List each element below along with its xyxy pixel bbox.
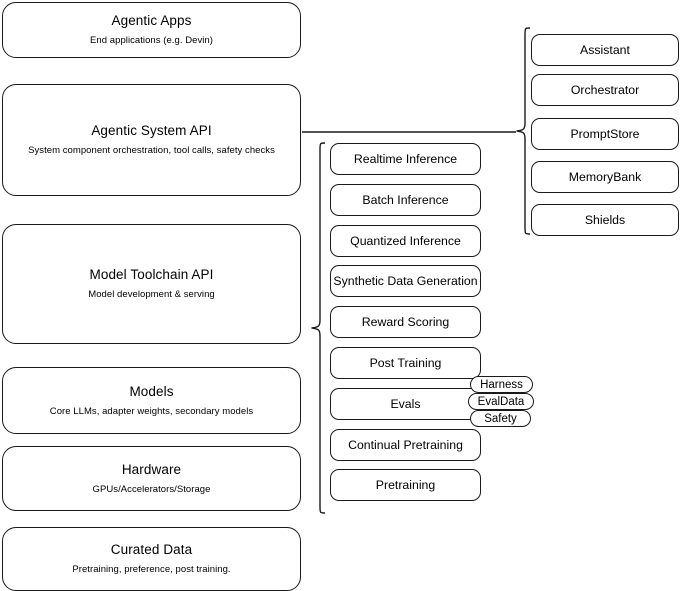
layer-agentic-system-api[interactable]: Agentic System API System component orch…: [2, 84, 301, 196]
evals-badge-evaldata[interactable]: EvalData: [468, 393, 534, 410]
component-label: Assistant: [580, 43, 630, 57]
capability-label: Quantized Inference: [350, 234, 461, 248]
component-orchestrator[interactable]: Orchestrator: [531, 74, 679, 106]
capability-batch-inference[interactable]: Batch Inference: [330, 184, 481, 216]
capability-label: Evals: [390, 397, 421, 411]
capability-quantized-inference[interactable]: Quantized Inference: [330, 225, 481, 257]
layer-model-toolchain-api[interactable]: Model Toolchain API Model development & …: [2, 224, 301, 344]
capability-synthetic-data-generation[interactable]: Synthetic Data Generation: [330, 265, 481, 297]
component-label: MemoryBank: [568, 170, 642, 184]
component-memorybank[interactable]: MemoryBank: [531, 161, 679, 193]
layer-title: Hardware: [121, 461, 182, 477]
capability-continual-pretraining[interactable]: Continual Pretraining: [330, 429, 481, 461]
component-shields[interactable]: Shields: [531, 204, 679, 236]
layer-models[interactable]: Models Core LLMs, adapter weights, secon…: [2, 367, 301, 434]
layer-curated-data[interactable]: Curated Data Pretraining, preference, po…: [2, 527, 301, 591]
capability-label: Post Training: [369, 356, 442, 370]
layer-agentic-apps[interactable]: Agentic Apps End applications (e.g. Devi…: [2, 2, 301, 58]
capability-label: Pretraining: [375, 478, 436, 492]
badge-label: Safety: [484, 412, 517, 425]
capability-reward-scoring[interactable]: Reward Scoring: [330, 306, 481, 338]
layer-subtitle: System component orchestration, tool cal…: [28, 145, 275, 156]
layer-subtitle: End applications (e.g. Devin): [90, 35, 213, 46]
layer-title: Agentic Apps: [111, 13, 192, 28]
layer-title: Models: [129, 383, 174, 399]
capability-pretraining[interactable]: Pretraining: [330, 469, 481, 501]
capability-label: Continual Pretraining: [348, 438, 463, 452]
capability-realtime-inference[interactable]: Realtime Inference: [330, 143, 481, 175]
layer-title: Curated Data: [110, 542, 193, 557]
layer-title: Agentic System API: [91, 123, 212, 138]
layer-title: Model Toolchain API: [89, 267, 214, 282]
badge-label: EvalData: [477, 395, 525, 408]
layer-subtitle: Core LLMs, adapter weights, secondary mo…: [49, 405, 254, 417]
component-assistant[interactable]: Assistant: [531, 34, 679, 66]
layer-hardware[interactable]: Hardware GPUs/Accelerators/Storage: [2, 446, 301, 511]
layer-subtitle: Pretraining, preference, post training.: [72, 564, 231, 575]
brace-toolchain-capabilities: [311, 142, 326, 514]
capability-label: Realtime Inference: [353, 152, 458, 166]
layer-subtitle: Model development & serving: [88, 289, 215, 300]
capability-label: Synthetic Data Generation: [333, 274, 478, 288]
layer-subtitle: GPUs/Accelerators/Storage: [92, 483, 211, 495]
badge-label: Harness: [480, 378, 523, 391]
component-label: Shields: [584, 213, 626, 227]
capability-evals[interactable]: Evals: [330, 388, 481, 420]
capability-label: Batch Inference: [362, 193, 449, 207]
evals-badge-safety[interactable]: Safety: [470, 410, 531, 427]
capability-post-training[interactable]: Post Training: [330, 347, 481, 379]
component-label: Orchestrator: [570, 83, 640, 97]
component-label: PromptStore: [570, 127, 640, 141]
component-promptstore[interactable]: PromptStore: [531, 118, 679, 150]
evals-badge-harness[interactable]: Harness: [470, 376, 533, 393]
capability-label: Reward Scoring: [361, 315, 450, 329]
